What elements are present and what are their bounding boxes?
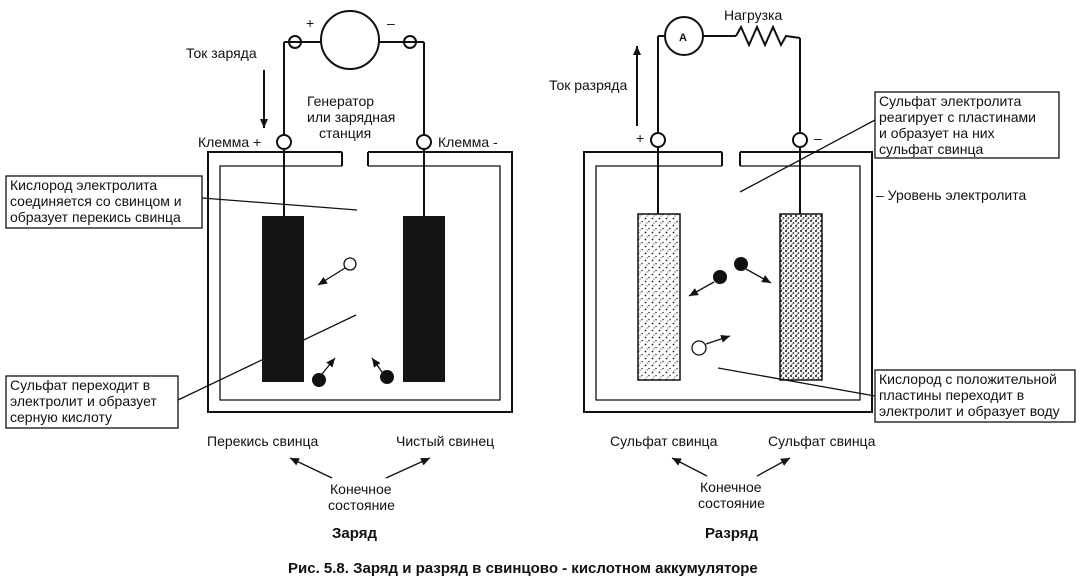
figure-title: Рис. 5.8. Заряд и разряд в свинцово - ки… [288,560,758,577]
charge-ion-arrow-1 [317,267,346,286]
discharge-callout-bottom-box [874,369,1076,423]
ammeter-symbol: A [679,32,687,44]
charge-plate-negative [403,216,445,382]
discharge-plate-right-label: Сульфат свинца [768,433,876,449]
discharge-vessel [583,151,873,413]
discharge-plate-negative [779,213,823,381]
charge-callout-top-pointer [201,197,358,211]
discharge-final-arrow-left [671,457,708,477]
discharge-sulfate-ion-2 [734,257,748,271]
discharge-sulfate-ion-1 [713,270,727,284]
charge-callout-top-box [5,175,203,229]
charge-terminal-minus [416,134,432,150]
discharge-plate-positive [637,213,681,381]
charge-gen-minus-sign: – [387,15,395,31]
discharge-terminal-minus [792,132,808,148]
charge-callout-top: Кислород электролита соединяется со свин… [10,177,185,225]
discharge-ion-arrow-1 [688,281,715,297]
discharge-final-state: Конечное состояние [698,479,765,511]
discharge-callout-top-pointer [739,119,876,193]
charge-diagram: + – Ток заряда Генератор или зарядная ст… [5,10,513,542]
charge-callout-bottom: Сульфат переходит в электролит и образуе… [10,377,161,425]
charge-vessel [207,151,513,413]
charge-gen-terminal-plus [288,35,302,49]
load-resistor-icon [735,24,801,48]
charge-plate-right-label: Чистый свинец [396,433,494,449]
charge-terminal-plus-label: Клемма + [198,134,261,150]
discharge-oxygen-ion [691,340,707,356]
charge-final-state: Конечное состояние [328,481,395,513]
charge-callout-bottom-box [5,375,179,429]
discharge-electrolyte-line [595,165,861,401]
discharge-plate-left-label: Сульфат свинца [610,433,718,449]
charge-sulfate-ion-2 [380,370,394,384]
charge-electrolyte-line [219,165,501,401]
discharge-callout-top-box [874,91,1060,159]
charge-ion-arrow-2 [321,357,336,375]
discharge-callout-bottom-pointer [717,367,876,397]
generator-label: Генератор или зарядная станция [307,93,399,141]
discharge-diagram: + – A Нагрузка Ток разряда Сульфат элект… [549,7,1076,542]
discharge-minus-sign: – [814,130,822,146]
charge-sulfate-ion-1 [312,373,326,387]
discharge-terminal-plus [650,132,666,148]
charge-final-arrow-left [289,457,333,479]
load-label: Нагрузка [724,7,782,23]
charge-terminal-plus [276,134,292,150]
charge-gen-plus-sign: + [306,15,314,31]
electrolyte-level-label: – Уровень электролита [876,187,1026,203]
charge-oxygen-ion [343,257,357,271]
charge-final-arrow-right [385,457,431,479]
charge-current-label: Ток заряда [186,45,257,61]
charge-caption: Заряд [332,525,377,542]
charge-ion-arrow-3 [371,357,383,373]
charge-terminal-minus-label: Клемма - [438,134,498,150]
discharge-current-label: Ток разряда [549,77,627,93]
generator-icon [320,10,380,70]
charge-gen-terminal-minus [403,35,417,49]
discharge-final-arrow-right [756,457,791,477]
discharge-ion-arrow-3 [705,335,731,345]
discharge-caption: Разряд [705,525,759,542]
discharge-callout-bottom: Кислород с положительной пластины перехо… [879,371,1061,419]
charge-callout-bottom-pointer [177,314,357,401]
charge-plate-positive [262,216,304,382]
discharge-callout-top: Сульфат электролита реагирует с пластина… [879,93,1040,157]
discharge-ion-arrow-2 [745,268,772,284]
discharge-plus-sign: + [636,130,644,146]
charge-plate-left-label: Перекись свинца [207,433,319,449]
